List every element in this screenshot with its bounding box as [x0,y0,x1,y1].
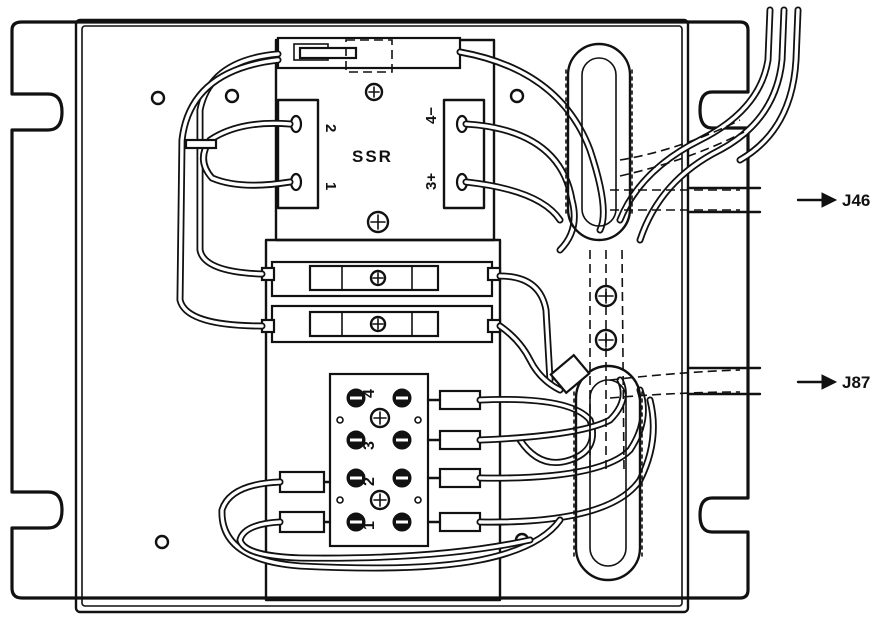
ssr-terminal-4-label: 4− [423,107,440,124]
screw-icon [369,315,387,333]
ssr-terminal-3-label: 3+ [423,173,440,190]
terminal-4-label: 4 [361,389,378,398]
connector-j46: J46 [796,191,870,210]
ssr-label: SSR [352,147,393,166]
mounting-hole-icon [154,534,170,550]
screw-icon [369,489,391,511]
terminal-1-label: 1 [361,521,378,530]
screw-icon [366,210,390,234]
hidden-cable-paths [589,119,745,471]
grommets [565,42,643,582]
terminal-screws [346,388,412,532]
connector-label: J87 [842,373,870,392]
terminal-block: 4 3 2 1 [328,372,430,548]
connector-label: J46 [842,191,870,210]
mounting-plate [10,18,750,614]
connector-cables [686,186,762,396]
ssr-terminal-1-label: 1 [322,182,339,190]
ssr-relay: SSR 2 1 4− 3+ [276,36,486,234]
arrow-right-icon [821,374,838,390]
ssr-terminal-2-label: 2 [322,124,339,132]
terminal-3-label: 3 [361,441,378,450]
terminal-2-label: 2 [361,477,378,486]
connector-j87: J87 [796,373,870,392]
screw-icon [364,82,384,102]
screw-icon [369,407,391,429]
fuse-holders [260,260,502,344]
mounting-hole-icon [224,88,240,104]
mounting-hole-icon [150,90,166,106]
arrow-right-icon [821,192,838,208]
crimp-connectors [278,389,482,534]
mounting-hole-icon [509,88,525,104]
screw-icon [369,269,387,287]
